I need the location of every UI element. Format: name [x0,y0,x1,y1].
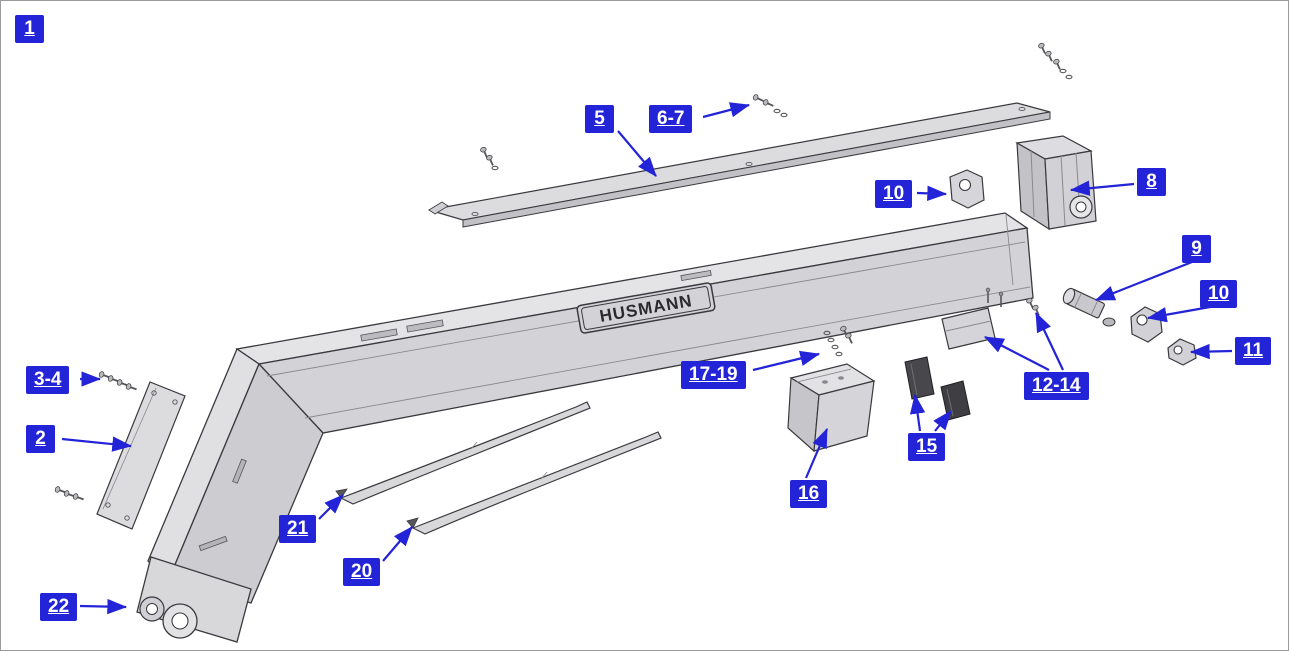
callout-15[interactable]: 15 [908,433,946,461]
shackle-plate-10-top [949,169,985,209]
leader-16 [804,427,829,479]
wear-strip-21 [335,401,591,505]
pin-9 [1062,287,1116,327]
callout-20[interactable]: 20 [343,558,381,586]
head-bracket [1015,135,1097,231]
callout-17-19[interactable]: 17-19 [681,361,746,389]
callout-22[interactable]: 22 [40,593,78,621]
bolt-group-3-4 [97,370,139,394]
leader-15-b [933,410,952,432]
leader-10-right [1146,305,1211,323]
leader-10-top [916,185,948,202]
pivot-bracket [136,556,252,643]
leader-21 [318,494,344,520]
leader-9 [1094,260,1193,302]
wear-strip-20 [406,431,662,535]
leader-5 [617,130,657,177]
bolt-group-6-7 [751,92,788,118]
callout-11[interactable]: 11 [1235,337,1272,365]
leader-lines [61,102,1233,615]
bolt-group-2-left [53,485,86,504]
callout-21[interactable]: 21 [279,515,317,543]
callout-3-4[interactable]: 3-4 [26,366,70,394]
leader-2 [61,436,133,452]
washer-9 [1102,317,1116,327]
leader-6-7 [702,102,751,119]
leader-20 [382,526,413,562]
callout-9[interactable]: 9 [1182,235,1211,263]
support-box-16 [787,363,876,453]
callout-6-7[interactable]: 6-7 [649,105,693,133]
leader-12-14-b [1035,312,1064,371]
bolt-group-top-right [1036,41,1073,80]
bolt-group-12-14 [1024,296,1043,318]
leader-22 [79,598,128,615]
callout-12-14[interactable]: 12-14 [1024,372,1089,400]
wedge-15-a [904,356,935,400]
leader-11 [1189,343,1233,360]
boom-arm: HUSMANN [147,212,1034,604]
callout-16[interactable]: 16 [790,480,828,508]
callout-5[interactable]: 5 [585,105,614,133]
callout-8[interactable]: 8 [1137,168,1166,196]
bolt-group-5-left [478,145,499,171]
callout-10-right[interactable]: 10 [1200,280,1238,308]
wedge-15-b [940,380,971,421]
top-cover-plate [428,102,1051,228]
leader-12-14-a [984,336,1050,371]
bracket-10-right [1130,306,1163,343]
callout-2[interactable]: 2 [26,425,55,453]
leader-15-a [909,393,926,432]
callout-10-top[interactable]: 10 [875,180,913,208]
leader-8 [1069,180,1135,196]
leader-17-19 [752,350,821,372]
callout-1[interactable]: 1 [15,15,44,43]
